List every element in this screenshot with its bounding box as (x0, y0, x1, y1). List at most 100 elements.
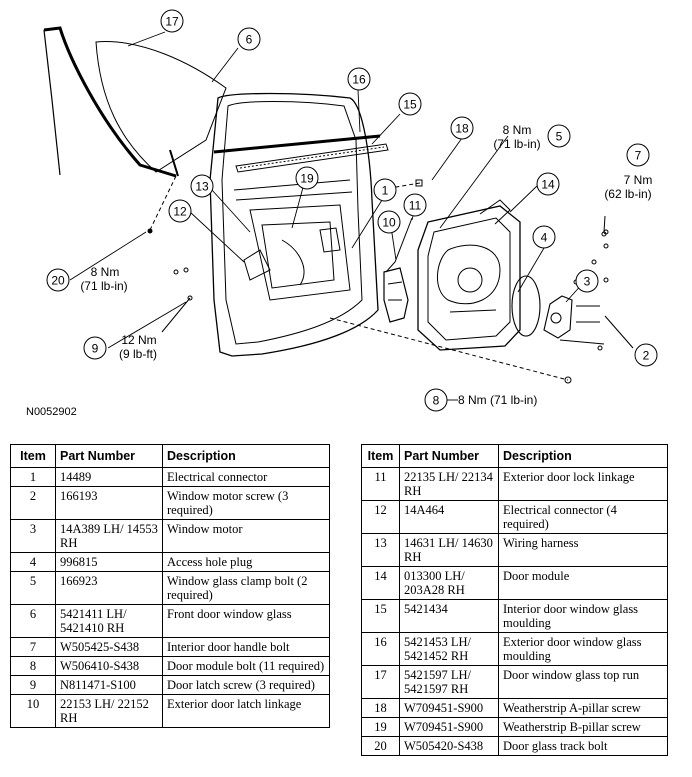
header-item: Item (361, 444, 400, 468)
svg-text:20: 20 (51, 274, 65, 288)
callout-6: 6 (237, 27, 261, 51)
cell-description: Door module bolt (11 required) (162, 656, 330, 676)
part-20-track-bolt-line (149, 175, 177, 231)
callout-20: 20 (46, 268, 70, 292)
part-4-access-plug (511, 275, 541, 337)
torque-5-nm: 8 Nm (503, 123, 532, 137)
svg-text:17: 17 (165, 15, 179, 29)
cell-item: 17 (361, 665, 400, 699)
cell-part-number: N811471-S100 (55, 675, 163, 695)
cell-description: Exterior door lock linkage (498, 467, 668, 501)
cell-description: Door module (498, 566, 668, 600)
cell-part-number: 166193 (55, 486, 163, 520)
header-item: Item (10, 444, 56, 468)
callout-3: 3 (575, 269, 599, 293)
part-16-exterior-moulding (213, 134, 381, 154)
part-14-door-module (417, 199, 521, 351)
cell-description: Electrical connector (4 required) (498, 500, 668, 534)
callout-18: 18 (450, 116, 474, 140)
svg-text:19: 19 (300, 172, 314, 186)
cell-item: 10 (10, 694, 56, 728)
part-18-screw-line (389, 182, 421, 189)
callout-4: 4 (532, 225, 556, 249)
cell-item: 18 (361, 698, 400, 718)
svg-text:11: 11 (409, 199, 422, 213)
callout-8: 8 (424, 388, 448, 412)
torque-specs: 8 Nm (71 lb-in) 7 Nm (62 lb-in) 8 Nm (71… (80, 123, 652, 407)
svg-text:15: 15 (403, 98, 417, 112)
cell-item: 4 (10, 552, 56, 572)
cell-description: Weatherstrip B-pillar screw (498, 717, 668, 737)
torque-5-lbin: (71 lb-in) (493, 137, 540, 151)
cell-description: Interior door window glass moulding (498, 599, 668, 633)
svg-text:8: 8 (433, 394, 440, 408)
part-17-glass-top-run (43, 26, 179, 178)
cell-item: 20 (361, 736, 400, 756)
cell-description: Electrical connector (162, 467, 330, 487)
svg-text:1: 1 (382, 184, 389, 198)
torque-9-nm: 12 Nm (121, 333, 156, 347)
header-part-number: Part Number (399, 444, 499, 468)
cell-item: 1 (10, 467, 56, 487)
cell-part-number: 14A464 (399, 500, 499, 534)
exploded-door-diagram: 17 6 16 15 18 5 7 14 13 19 1 11 12 10 4 … (26, 9, 658, 418)
part-3-window-motor (543, 295, 573, 339)
cell-description: Wiring harness (498, 533, 668, 567)
cell-item: 6 (10, 604, 56, 638)
cell-part-number: 22153 LH/ 22152 RH (55, 694, 163, 728)
part-11-lock-linkage (385, 217, 413, 273)
svg-text:4: 4 (541, 231, 548, 245)
cell-part-number: 14489 (55, 467, 163, 487)
table-header-row: Item Part Number Description (361, 444, 668, 468)
svg-text:12: 12 (173, 205, 187, 219)
torque-7-lbin: (62 lb-in) (604, 187, 651, 201)
cell-part-number: 5421453 LH/ 5421452 RH (399, 632, 499, 666)
callout-9: 9 (83, 336, 107, 360)
callout-16: 16 (347, 67, 371, 91)
callout-1: 1 (373, 178, 397, 202)
cell-part-number: W506410-S438 (55, 656, 163, 676)
callout-13: 13 (190, 174, 214, 198)
torque-20-nm: 8 Nm (91, 265, 120, 279)
cell-part-number: W709451-S900 (399, 717, 499, 737)
cell-item: 13 (361, 533, 400, 567)
svg-text:3: 3 (584, 275, 591, 289)
callout-17: 17 (160, 9, 184, 33)
cell-part-number: 5421434 (399, 599, 499, 633)
part-8-bolt-line (329, 317, 569, 381)
torque-9-lbft: (9 lb-ft) (119, 347, 157, 361)
cell-description: Weatherstrip A-pillar screw (498, 698, 668, 718)
cell-description: Window motor screw (3 required) (162, 486, 330, 520)
cell-description: Window glass clamp bolt (2 required) (162, 571, 330, 605)
cell-description: Exterior door window glass moulding (498, 632, 668, 666)
cell-part-number: 14A389 LH/ 14553 RH (55, 519, 163, 553)
callout-19: 19 (295, 166, 319, 190)
cell-item: 11 (361, 467, 400, 501)
callout-leaders (69, 31, 585, 401)
cell-item: 8 (10, 656, 56, 676)
svg-text:10: 10 (382, 216, 396, 230)
svg-text:18: 18 (455, 122, 469, 136)
callout-11: 11 (403, 193, 427, 217)
cell-item: 15 (361, 599, 400, 633)
svg-text:14: 14 (541, 178, 555, 192)
cell-part-number: 5421411 LH/ 5421410 RH (55, 604, 163, 638)
part-10-latch-linkage (383, 267, 409, 323)
cell-part-number: 166923 (55, 571, 163, 605)
cell-part-number: W505425-S438 (55, 637, 163, 657)
part-9-latch-screws (161, 267, 193, 333)
callout-5: 5 (547, 124, 571, 148)
